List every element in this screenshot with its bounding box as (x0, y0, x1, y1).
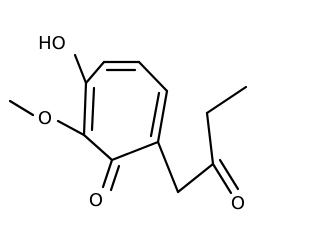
ring-bond-c7-c1 (84, 60, 106, 85)
ring-double-bond-inner-c1-c2 (90, 86, 96, 132)
ring-bond-c2-c3 (82, 133, 114, 162)
methoxy-oxygen-label: O (38, 108, 52, 129)
methoxy-ring-bond (56, 119, 86, 137)
ring-bond-c1-c2 (82, 81, 88, 137)
side-chain-bond-ring-ch2 (156, 140, 180, 194)
ketone-bond-inner (109, 164, 121, 192)
ring-bond-c4-c5 (156, 89, 169, 144)
ketone-oxygen-label: O (89, 190, 103, 211)
hydroxyl-label: HO (38, 33, 66, 54)
side-chain-bond-carbonyl-ch2 (205, 111, 215, 166)
methoxy-methyl-bond (8, 99, 35, 117)
ketone-bond-outer (101, 158, 114, 189)
ring-bond-c5-c6 (137, 60, 169, 93)
side-chain-carbonyl-bond-inner (218, 158, 240, 191)
side-chain-bond-ch2-ch3 (205, 85, 248, 115)
side-chain-carbonyl-bond-outer (211, 162, 233, 195)
chemical-structure: HO O O O (8, 33, 248, 214)
side-chain-oxygen-label: O (231, 193, 245, 214)
ring-double-bond-inner-c4-c5 (149, 91, 161, 138)
ring-bond-c3-c4 (110, 140, 160, 162)
side-chain-bond-ch2-carbonyl (176, 162, 215, 194)
hydroxyl-bond (73, 53, 88, 85)
